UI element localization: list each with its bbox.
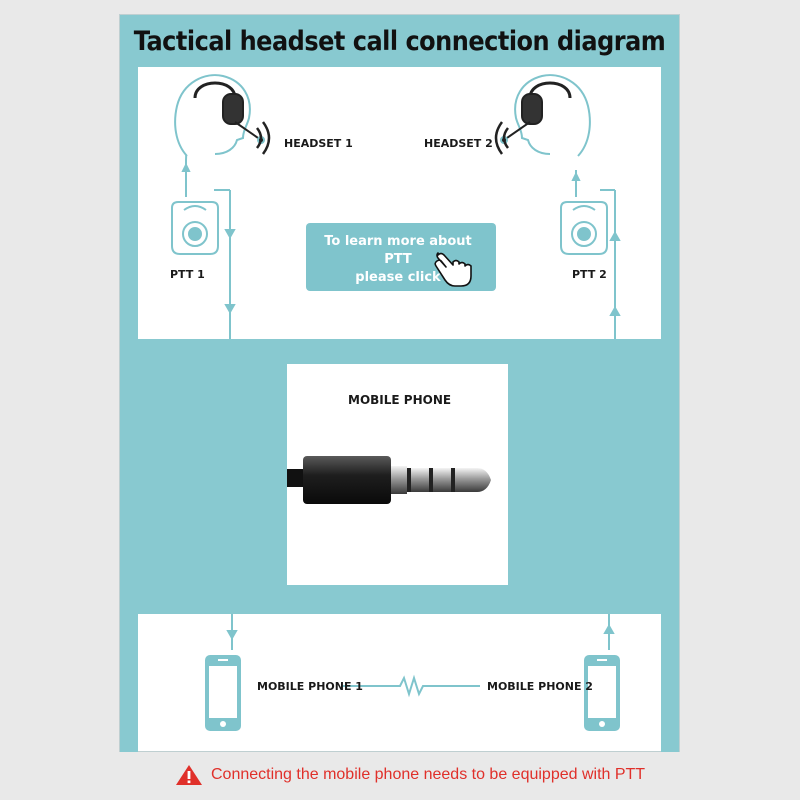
mobile-phone-icon: [584, 655, 620, 731]
ptt-2-label: PTT 2: [572, 268, 607, 281]
learn-more-ptt-button-text: To learn more about PTT please click: [324, 234, 472, 285]
audio-jack-icon: [287, 456, 491, 504]
right-band: [661, 67, 679, 339]
learn-more-ptt-button[interactable]: To learn more about PTT please click: [306, 223, 496, 291]
warning-text: Connecting the mobile phone needs to be …: [211, 766, 646, 783]
bottom-left-band: [120, 614, 138, 752]
headset-1-label: HEADSET 1: [284, 137, 353, 150]
bottom-right-band: [661, 614, 679, 752]
mobile-phone-1-label: MOBILE PHONE 1: [257, 680, 363, 693]
page-title: Tactical headset call connection diagram: [133, 25, 666, 57]
hand-cursor-icon: [434, 252, 472, 287]
headset-icon: [174, 74, 271, 157]
mobile-phone-label: MOBILE PHONE: [348, 393, 452, 407]
headset-2-label: HEADSET 2: [424, 137, 493, 150]
mobile-phone-panel: MOBILE PHONE: [287, 364, 508, 585]
ptt-icon: [171, 201, 219, 255]
mobile-phone-2-label: MOBILE PHONE 2: [487, 680, 593, 693]
headset-icon: [494, 74, 591, 157]
ptt-1-label: PTT 1: [170, 268, 205, 281]
left-band: [120, 67, 138, 339]
warning-icon: [176, 765, 202, 785]
ptt-icon: [560, 201, 608, 255]
title-bar: [120, 15, 679, 67]
mobile-phone-icon: [205, 655, 241, 731]
